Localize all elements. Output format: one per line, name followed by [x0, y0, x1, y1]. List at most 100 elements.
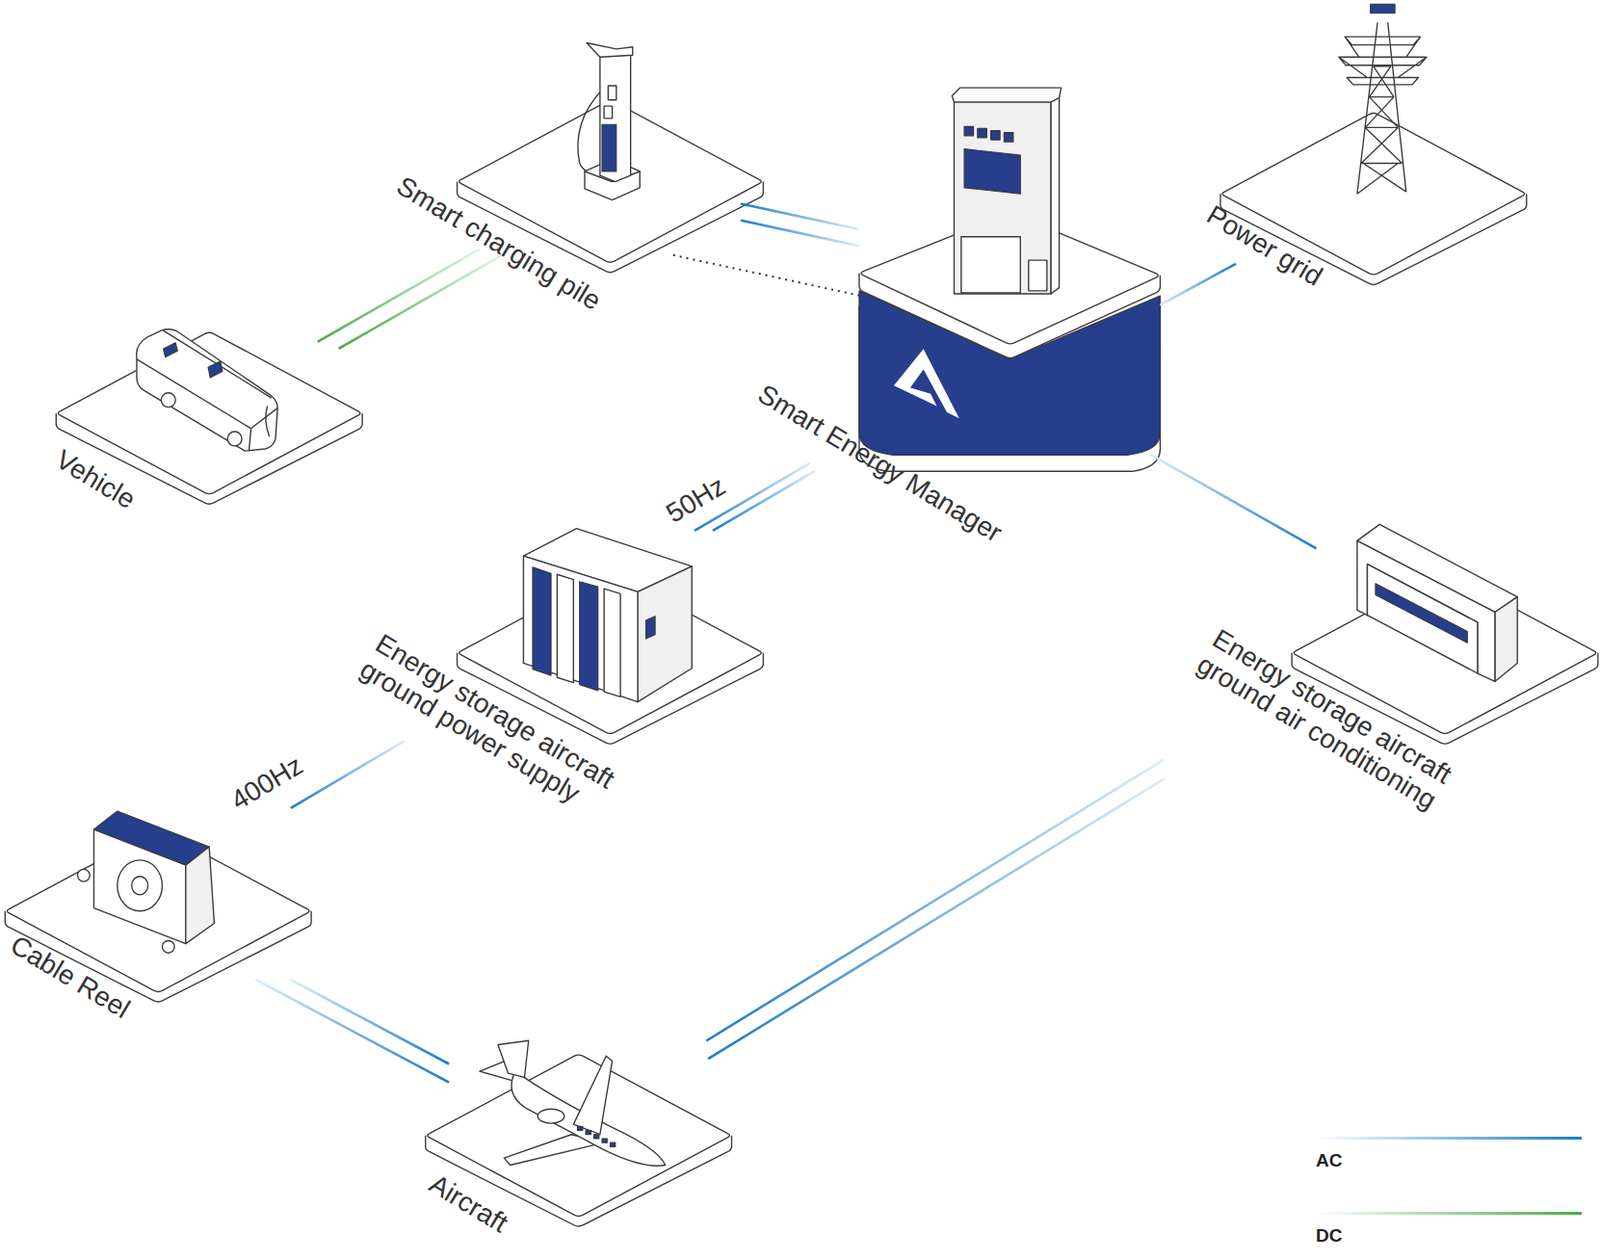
frequency-label: 50Hz [657, 469, 735, 531]
drawing-part [1050, 96, 1059, 294]
drawing-part [556, 574, 574, 682]
drawing-part [585, 1129, 591, 1134]
drawing-part [185, 846, 215, 945]
power-line [706, 760, 1164, 1042]
drawing-part [577, 89, 603, 176]
platform-node: Aircraft [448, 1040, 709, 1204]
drawing-part [1003, 132, 1014, 143]
platform-node: Power grid [1253, 97, 1502, 251]
drawing-part [602, 1138, 607, 1143]
node-label: Aircraft [423, 1169, 513, 1239]
drawing-part [573, 1055, 612, 1135]
connector [706, 760, 1164, 1059]
power-line [1159, 263, 1236, 306]
drawing-part [1370, 3, 1395, 14]
charging-pile-icon [577, 42, 640, 200]
power-line [740, 203, 860, 230]
signal-line [673, 255, 860, 296]
drawing-part [637, 566, 692, 703]
platform-node: Cable Reel [25, 806, 290, 980]
cable-reel-icon [78, 811, 215, 953]
drawing-part [227, 431, 242, 446]
drawing-part [602, 124, 617, 172]
platform-node: Energy storage aircraft ground air condi… [1316, 525, 1576, 720]
connector [1159, 263, 1236, 306]
air-conditioning-unit [1357, 524, 1518, 682]
aircraft-icon [479, 1040, 666, 1166]
drawing-part [265, 406, 270, 438]
drawing-part [893, 348, 960, 419]
node-label: Cable Reel [4, 930, 135, 1025]
drawing-part [964, 149, 1021, 195]
power-line [255, 979, 449, 1083]
power-line [708, 778, 1165, 1059]
drawing-part [964, 126, 974, 136]
drawing-part [78, 868, 91, 882]
legend-text: DC [1315, 1225, 1584, 1247]
drawing-part [161, 940, 175, 953]
drawing-part [1375, 583, 1468, 643]
drawing-part [117, 860, 163, 912]
drawing-part [160, 393, 176, 408]
legend-text: AC [1315, 1150, 1584, 1172]
power-line [317, 249, 480, 342]
power-line [339, 255, 502, 349]
power-line [712, 471, 815, 531]
drawing-part [577, 1126, 583, 1130]
drawing-part [131, 876, 149, 895]
drawing-part [93, 829, 185, 945]
platform-node: Vehicle [79, 341, 340, 485]
platform-node: Smart Energy Manager [859, 86, 1160, 454]
drawing-part [579, 581, 599, 691]
drawing-part [1028, 260, 1048, 291]
drawing-part [1357, 540, 1496, 682]
legend-entry: AC [1315, 1136, 1584, 1180]
connector [740, 203, 860, 246]
power-tower-icon [1338, 3, 1427, 194]
power-line [289, 979, 449, 1065]
frequency-label: 400Hz [222, 748, 312, 818]
drawing-part [991, 131, 1001, 141]
power-line [1149, 453, 1316, 549]
drawing-part [162, 342, 178, 358]
drawing-part [532, 567, 551, 676]
connector [317, 249, 502, 349]
ground-power-unit [523, 528, 692, 703]
drawing-part [951, 87, 1061, 103]
connector [255, 979, 449, 1083]
legend-entry: DC [1315, 1211, 1584, 1255]
drawing-part [586, 42, 633, 57]
legend-swatch [1315, 1211, 1582, 1215]
drawing-part [136, 330, 278, 451]
drawing-part [953, 102, 1051, 294]
bus-icon [136, 329, 278, 451]
drawing-part [607, 85, 616, 101]
drawing-part [961, 236, 1021, 293]
drawing-part [594, 1134, 600, 1139]
drawing-part [208, 361, 223, 378]
energy-manager-unit [859, 87, 1160, 472]
drawing-part [603, 588, 621, 697]
legend-swatch [1315, 1136, 1582, 1140]
drawing-part [136, 329, 278, 451]
platform-node: Energy storage aircraft ground power sup… [479, 530, 741, 725]
drawing-part [498, 1040, 529, 1077]
connector [1149, 453, 1316, 549]
platform-node: Smart charging pile [479, 112, 741, 256]
drawing-part [977, 128, 988, 138]
node-label: Smart charging pile [391, 171, 606, 317]
drawing-part [1495, 597, 1518, 682]
node-label: Power grid [1201, 200, 1328, 292]
drawing-part [1338, 22, 1427, 194]
drawing-part [600, 52, 631, 182]
drawing-part [1366, 564, 1477, 674]
drawing-part [646, 616, 656, 639]
connector [673, 255, 860, 296]
drawing-part [537, 1108, 565, 1124]
node-label: Vehicle [50, 445, 140, 516]
drawing-part [523, 555, 638, 702]
drawing-part [609, 1142, 615, 1147]
